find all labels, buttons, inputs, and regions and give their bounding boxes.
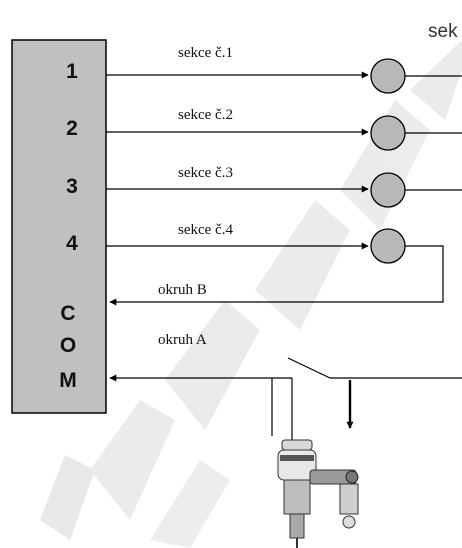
label-section-4: sekce č.4 [178,222,233,238]
rain-sensor-icon [277,439,359,548]
solenoid-valve-icon [370,58,462,94]
label-circuit-a: okruh A [158,332,207,348]
terminal-m: M [59,369,77,392]
terminal-o: O [60,334,76,357]
solenoid-valve-icon [370,115,462,151]
terminal-4: 4 [66,232,78,255]
controller-box [11,39,107,414]
label-section-1: sekce č.1 [178,45,233,61]
solenoid-valve-icon [370,172,462,208]
label-section-3: sekce č.3 [178,165,233,181]
label-circuit-b: okruh B [158,282,207,298]
label-section-2: sekce č.2 [178,107,233,123]
sensor-switch-contact [287,357,331,379]
wire-circuit-b [109,245,444,306]
solenoid-valve-icon [370,228,406,264]
corner-label: sek [428,21,458,42]
terminal-2: 2 [66,117,78,140]
terminal-3: 3 [66,175,78,198]
terminal-1: 1 [66,60,78,83]
terminal-c: C [60,302,75,325]
